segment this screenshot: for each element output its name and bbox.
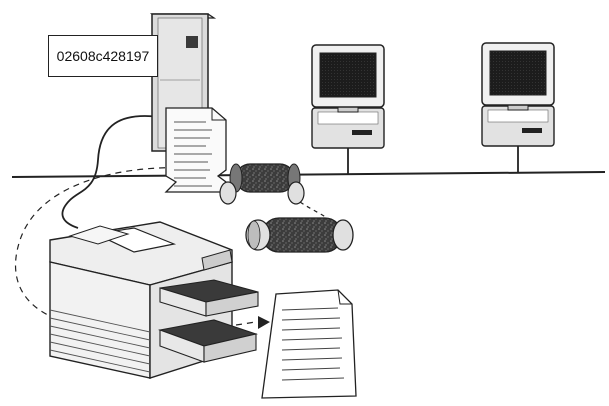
- packet-transfer-path: [299, 201, 331, 221]
- print-job-path: [14, 167, 256, 333]
- workstation-computer-icon: [481, 42, 555, 172]
- device-address-label: 02608c428197: [56, 48, 150, 64]
- device-address-callout: 02608c428197: [48, 35, 158, 77]
- printed-document-icon: [261, 289, 357, 399]
- server-printout-icon: [164, 107, 227, 193]
- workstation-computer-icon: [311, 44, 385, 174]
- data-packet-icon: [245, 217, 354, 253]
- print-job-arrowhead: [258, 316, 270, 329]
- laser-printer-icon: [49, 221, 259, 379]
- network-bus: [11, 171, 606, 178]
- data-packet-icon: [219, 163, 305, 205]
- server-printer-cable: [61, 115, 161, 229]
